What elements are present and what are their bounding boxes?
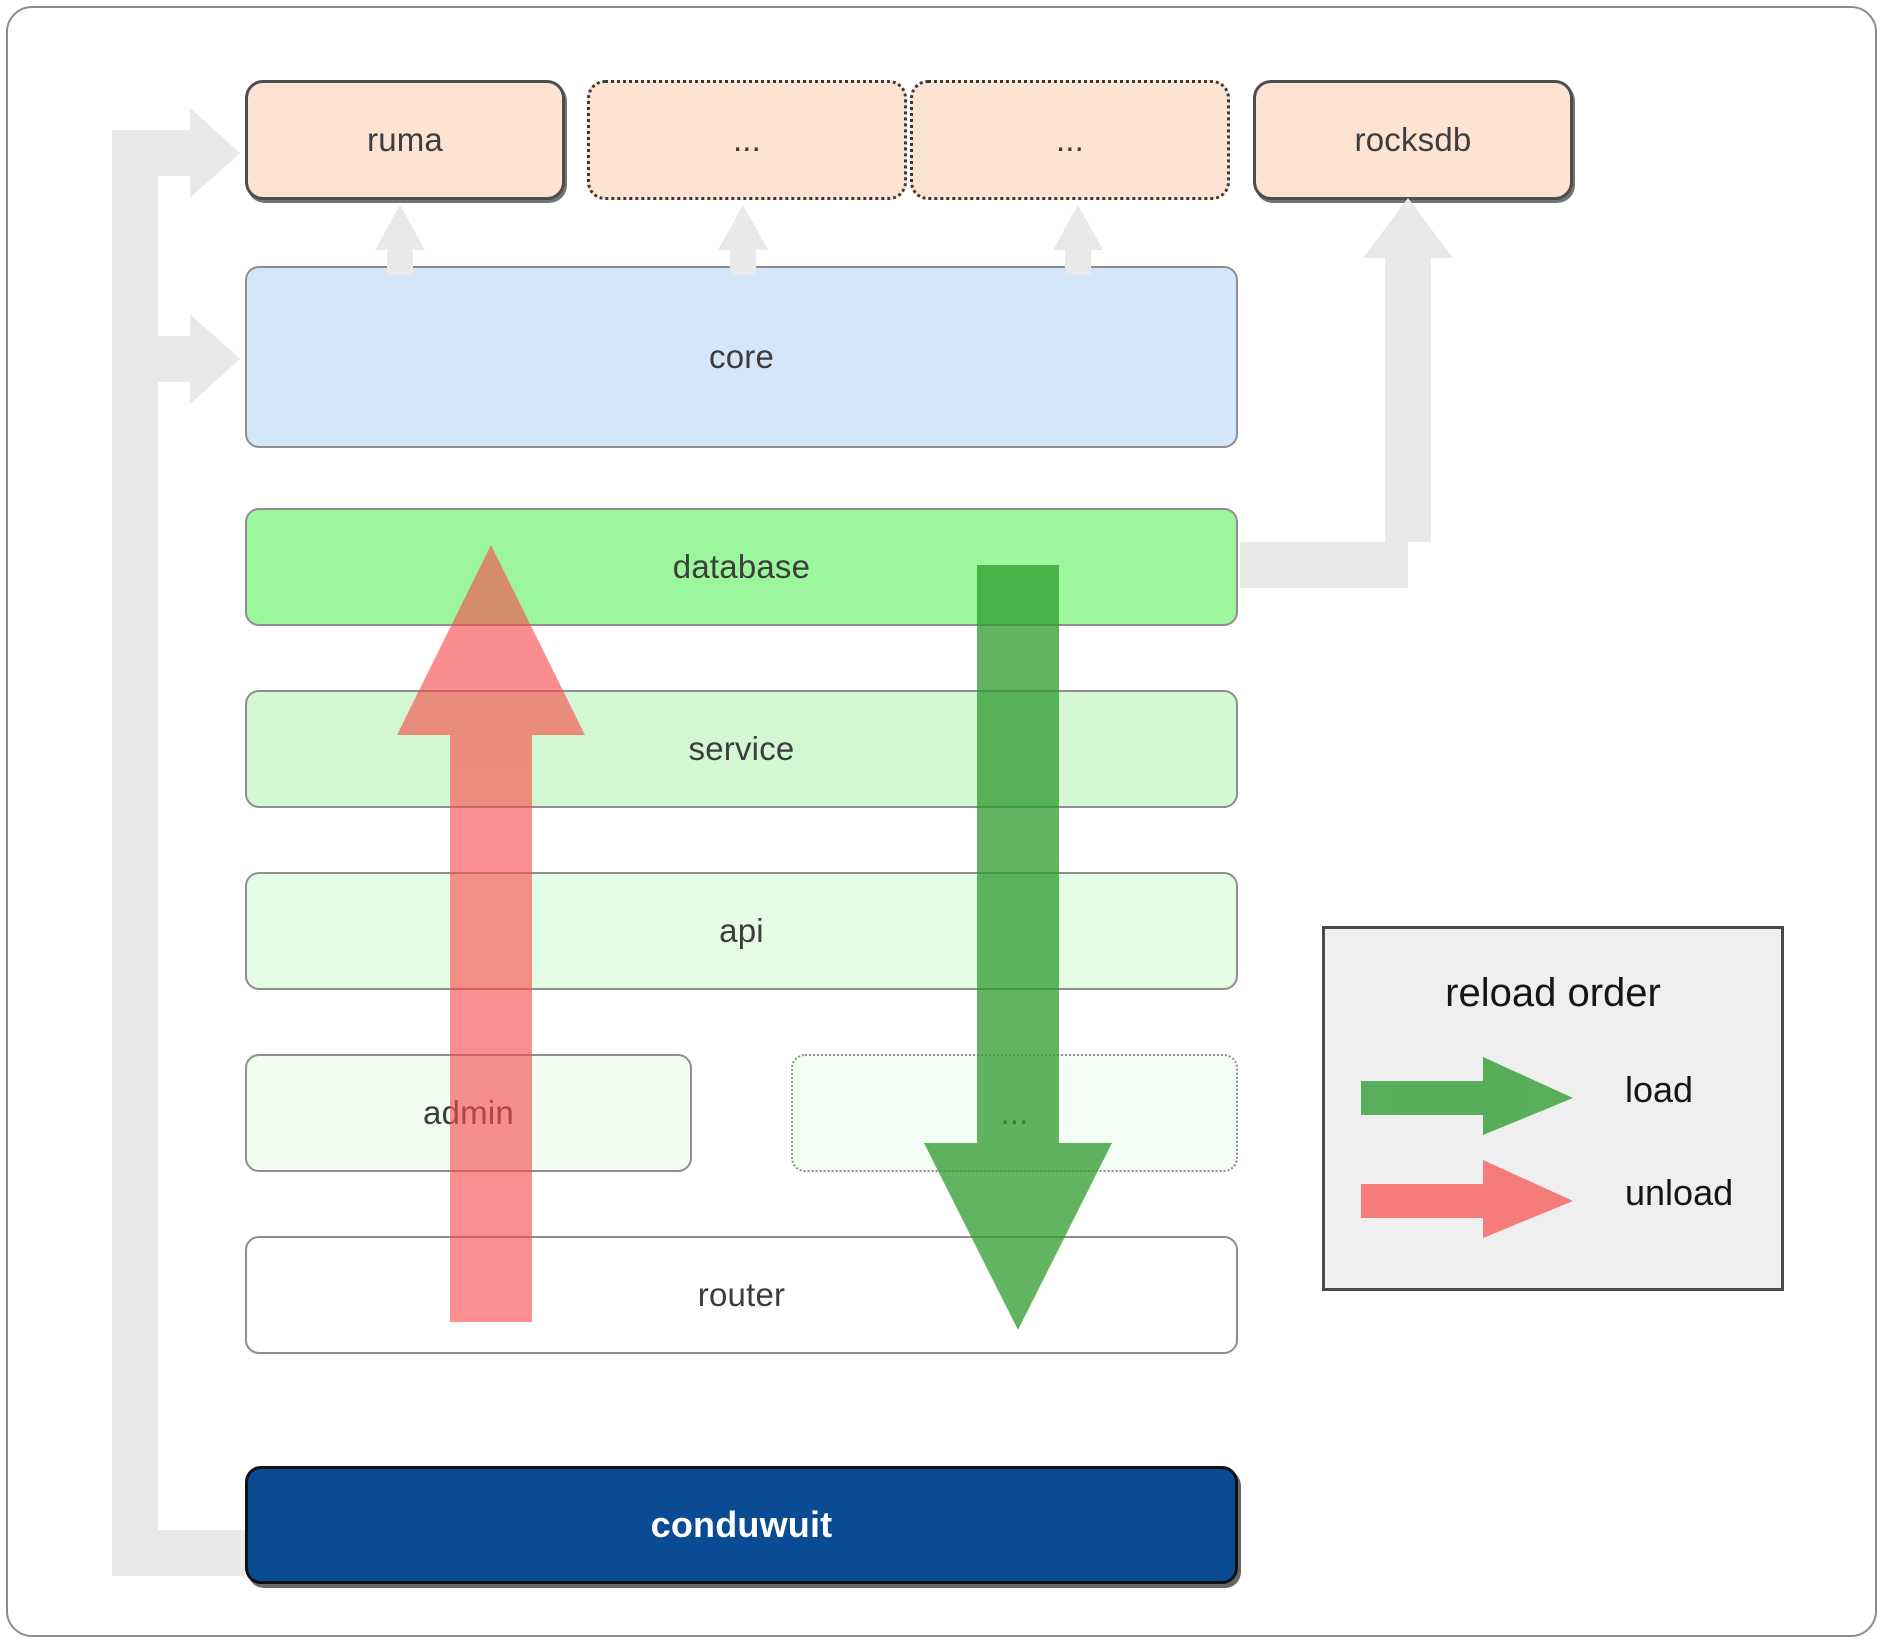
node-label: api — [719, 912, 764, 949]
node-crate-placeholder[interactable]: ... — [791, 1054, 1238, 1172]
node-label: admin — [423, 1094, 514, 1131]
node-label: service — [688, 730, 795, 767]
node-admin[interactable]: admin — [245, 1054, 692, 1172]
node-database[interactable]: database — [245, 508, 1238, 626]
node-label: ruma — [367, 121, 443, 158]
diagram-frame — [6, 6, 1877, 1637]
node-label: router — [697, 1276, 786, 1313]
node-core[interactable]: core — [245, 266, 1238, 448]
node-dep-placeholder-2[interactable]: ... — [910, 80, 1230, 200]
legend-unload-arrow-icon — [1361, 1160, 1573, 1238]
node-service[interactable]: service — [245, 690, 1238, 808]
legend-label-load: load — [1625, 1069, 1694, 1110]
node-ruma[interactable]: ruma — [245, 80, 565, 200]
node-label: database — [672, 548, 811, 585]
legend-title: reload order — [1445, 971, 1661, 1015]
legend-panel: reload order load unload — [1322, 926, 1784, 1291]
node-api[interactable]: api — [245, 872, 1238, 990]
node-dep-placeholder-1[interactable]: ... — [587, 80, 907, 200]
node-label: ... — [732, 121, 762, 158]
node-label: ... — [1055, 121, 1085, 158]
node-conduwuit-binary[interactable]: conduwuit — [245, 1466, 1238, 1584]
node-rocksdb[interactable]: rocksdb — [1253, 80, 1573, 200]
node-label: conduwuit — [650, 1504, 833, 1545]
node-router[interactable]: router — [245, 1236, 1238, 1354]
legend-label-unload: unload — [1625, 1172, 1734, 1213]
node-label: ... — [1000, 1094, 1029, 1131]
legend-load-arrow-icon — [1361, 1057, 1573, 1135]
node-label: rocksdb — [1354, 121, 1472, 158]
node-label: core — [709, 338, 774, 375]
